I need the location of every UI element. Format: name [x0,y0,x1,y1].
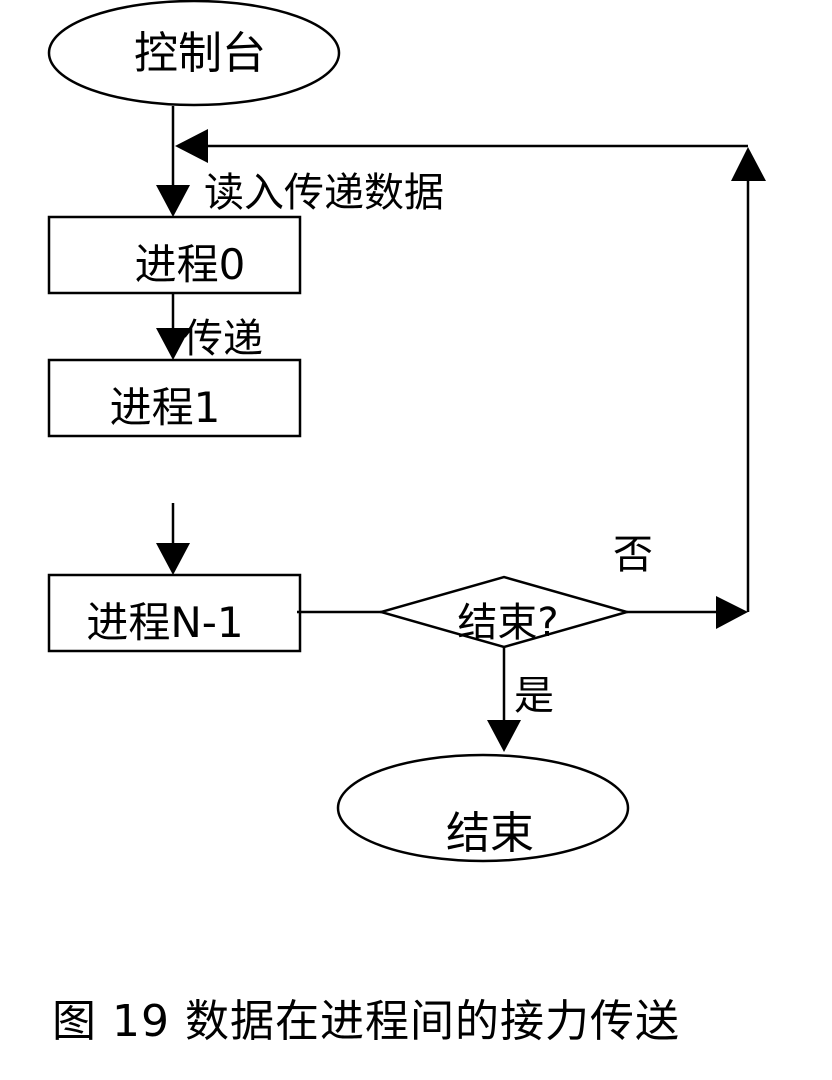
process0-box [47,215,302,295]
edge-label-read-input: 读入传递数据 [204,170,444,216]
edge-label-no: 否 [613,532,653,578]
node-process0: 进程0 [47,215,302,295]
edge-label-pass: 传递 [183,316,263,362]
arrowhead-left-loop [175,129,208,163]
node-start: 控制台 [47,0,341,107]
process0-label: 进程0 [135,240,246,289]
arrowhead-up-loop [731,147,766,181]
edge-label-yes: 是 [514,673,554,719]
figure-caption: 图 19 数据在进程间的接力传送 [52,996,680,1047]
arrowhead-right-no [716,596,748,629]
arrowhead-down-process1 [156,328,190,360]
process1-label: 进程1 [110,383,221,432]
node-processN: 进程N-1 [47,573,302,653]
node-process1: 进程1 [47,358,302,438]
node-end: 结束 [336,753,630,863]
processN-label: 进程N-1 [86,598,243,647]
process1-box [47,358,302,438]
arrowhead-down-processN [156,543,190,575]
start-ellipse [47,0,341,107]
start-label: 控制台 [134,28,266,79]
end-ellipse [336,753,630,863]
decision-label: 结束? [457,600,558,646]
end-label: 结束 [446,808,534,859]
arrowhead-down-end [487,720,521,752]
arrowhead-down-process0 [156,185,190,217]
node-decision: 结束? [376,575,632,649]
